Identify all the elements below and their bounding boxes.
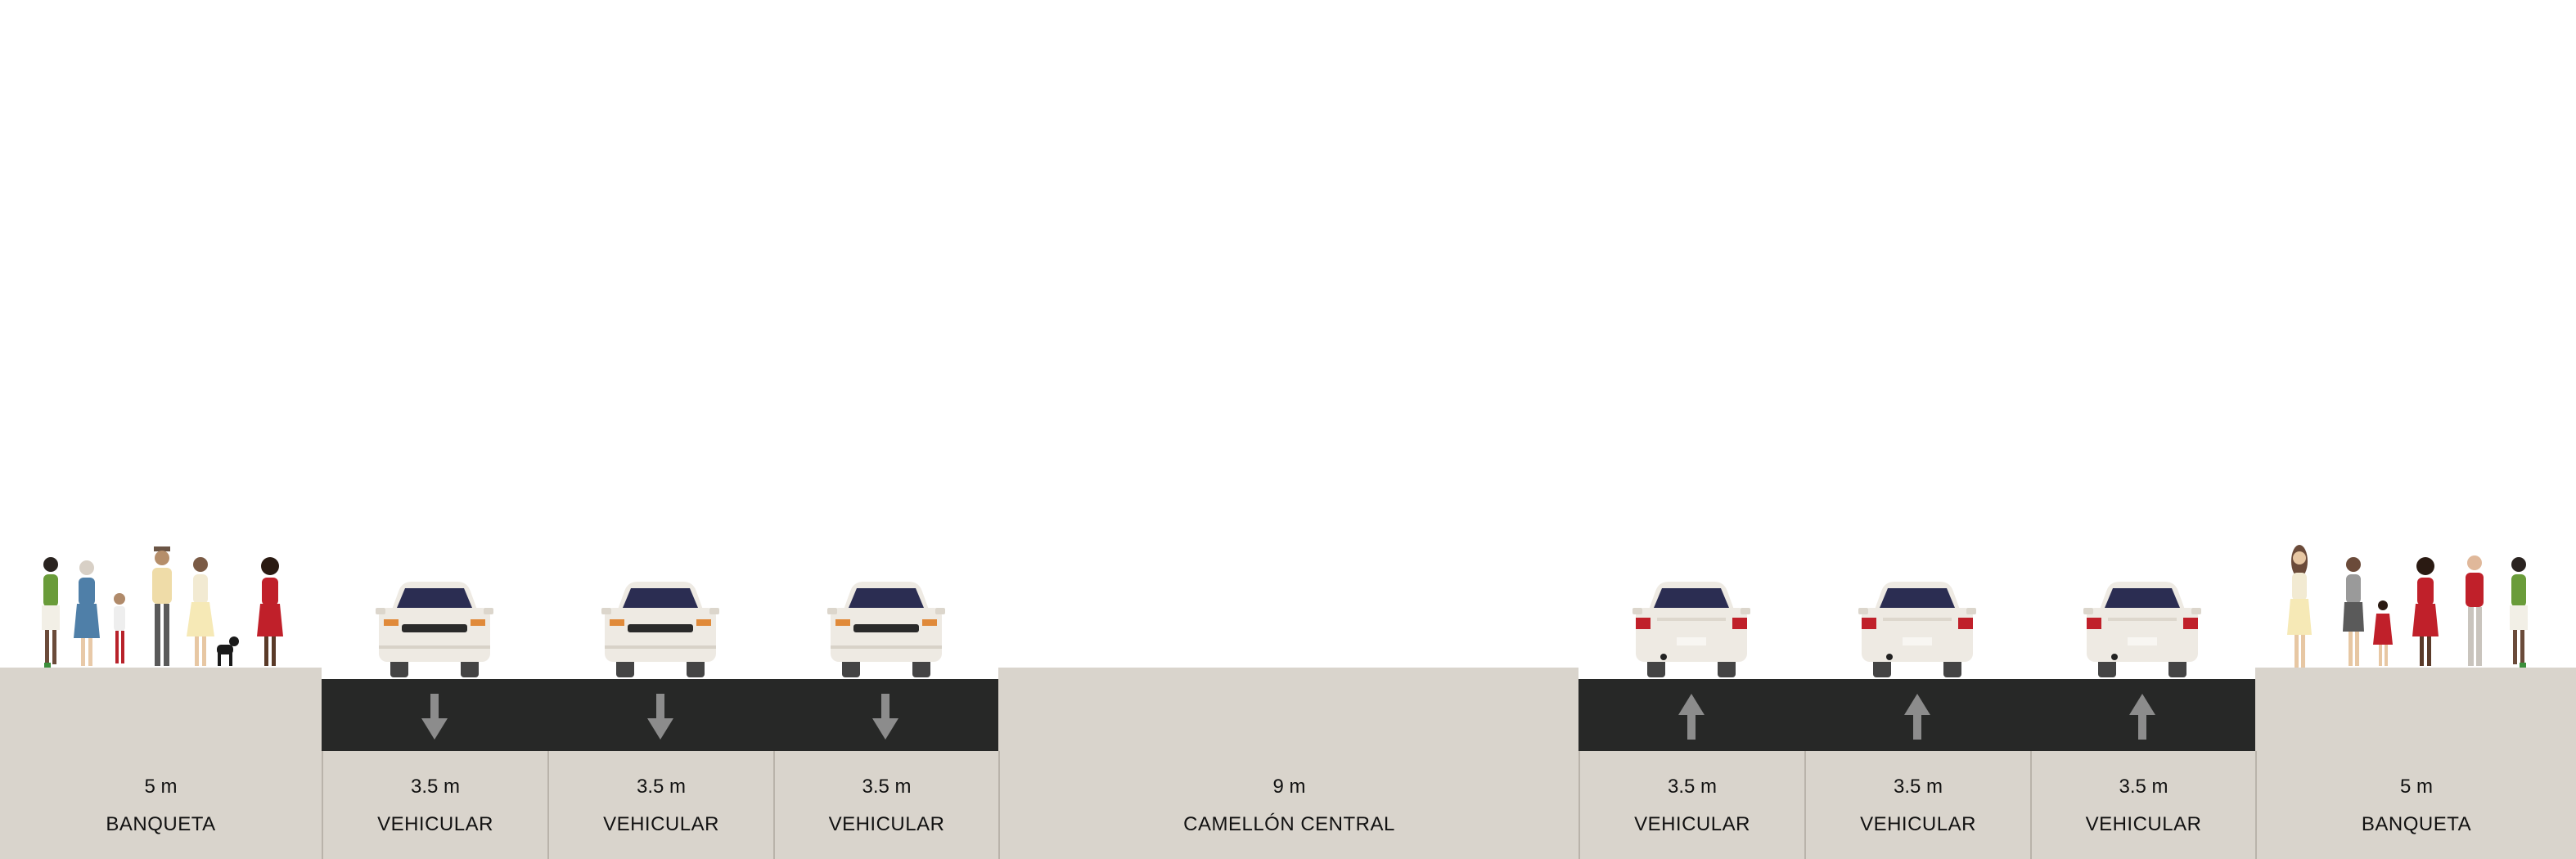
arrow-up-icon bbox=[1678, 694, 1705, 740]
segment-name: VEHICULAR bbox=[603, 813, 719, 835]
segment-label: 9 m CAMELLÓN CENTRAL bbox=[998, 751, 1578, 859]
segment-lane-5[interactable]: 3.5 m VEHICULAR bbox=[1804, 0, 2030, 859]
segment-name: VEHICULAR bbox=[1860, 813, 1976, 835]
segment-width: 3.5 m bbox=[636, 776, 687, 798]
segment-name: VEHICULAR bbox=[828, 813, 945, 835]
car-rear-icon bbox=[2083, 582, 2201, 677]
segment-width: 5 m bbox=[2399, 776, 2433, 798]
segment-label: 3.5 m VEHICULAR bbox=[1804, 751, 2030, 859]
segment-sidewalk-right[interactable]: 5 m BANQUETA bbox=[2255, 0, 2576, 859]
sidewalk-surface bbox=[0, 668, 322, 751]
pedestrians-group bbox=[42, 546, 283, 668]
car-front-icon bbox=[827, 582, 945, 677]
segment-sidewalk-left[interactable]: 5 m BANQUETA bbox=[0, 0, 322, 859]
car-rear-icon bbox=[1633, 582, 1750, 677]
segment-lane-1[interactable]: 3.5 m VEHICULAR bbox=[322, 0, 547, 859]
segment-label: 3.5 m VEHICULAR bbox=[322, 751, 547, 859]
segment-name: CAMELLÓN CENTRAL bbox=[1183, 813, 1395, 835]
segment-name: VEHICULAR bbox=[377, 813, 493, 835]
median-surface bbox=[998, 668, 1578, 751]
segment-width: 3.5 m bbox=[2119, 776, 2168, 798]
segment-label: 5 m BANQUETA bbox=[0, 751, 322, 859]
car-front-icon bbox=[601, 582, 719, 677]
segment-label: 3.5 m VEHICULAR bbox=[2030, 751, 2255, 859]
arrow-down-icon bbox=[421, 694, 448, 740]
segment-width: 3.5 m bbox=[1667, 776, 1718, 798]
segment-lane-4[interactable]: 3.5 m VEHICULAR bbox=[1578, 0, 1804, 859]
segment-label: 5 m BANQUETA bbox=[2255, 751, 2576, 859]
segment-lane-3[interactable]: 3.5 m VEHICULAR bbox=[773, 0, 998, 859]
segment-name: VEHICULAR bbox=[2085, 813, 2202, 835]
segment-name: BANQUETA bbox=[2361, 813, 2472, 835]
segment-lane-6[interactable]: 3.5 m VEHICULAR bbox=[2030, 0, 2255, 859]
pedestrians-group bbox=[2287, 545, 2528, 668]
segment-name: VEHICULAR bbox=[1634, 813, 1750, 835]
segment-width: 3.5 m bbox=[410, 776, 461, 798]
segment-lane-2[interactable]: 3.5 m VEHICULAR bbox=[547, 0, 773, 859]
segment-label: 3.5 m VEHICULAR bbox=[1578, 751, 1804, 859]
arrow-down-icon bbox=[872, 694, 898, 740]
segment-width: 9 m bbox=[1272, 776, 1306, 798]
arrow-down-icon bbox=[647, 694, 673, 740]
segment-width: 3.5 m bbox=[862, 776, 912, 798]
segment-width: 3.5 m bbox=[1893, 776, 1943, 798]
sidewalk-surface bbox=[2255, 668, 2576, 751]
segment-label: 3.5 m VEHICULAR bbox=[773, 751, 998, 859]
car-front-icon bbox=[376, 582, 493, 677]
segment-width: 5 m bbox=[144, 776, 178, 798]
segment-label: 3.5 m VEHICULAR bbox=[547, 751, 773, 859]
segment-median[interactable]: 9 m CAMELLÓN CENTRAL bbox=[998, 0, 1578, 859]
arrow-up-icon bbox=[1904, 694, 1930, 740]
segment-name: BANQUETA bbox=[106, 813, 216, 835]
arrow-up-icon bbox=[2129, 694, 2155, 740]
car-rear-icon bbox=[1858, 582, 1976, 677]
